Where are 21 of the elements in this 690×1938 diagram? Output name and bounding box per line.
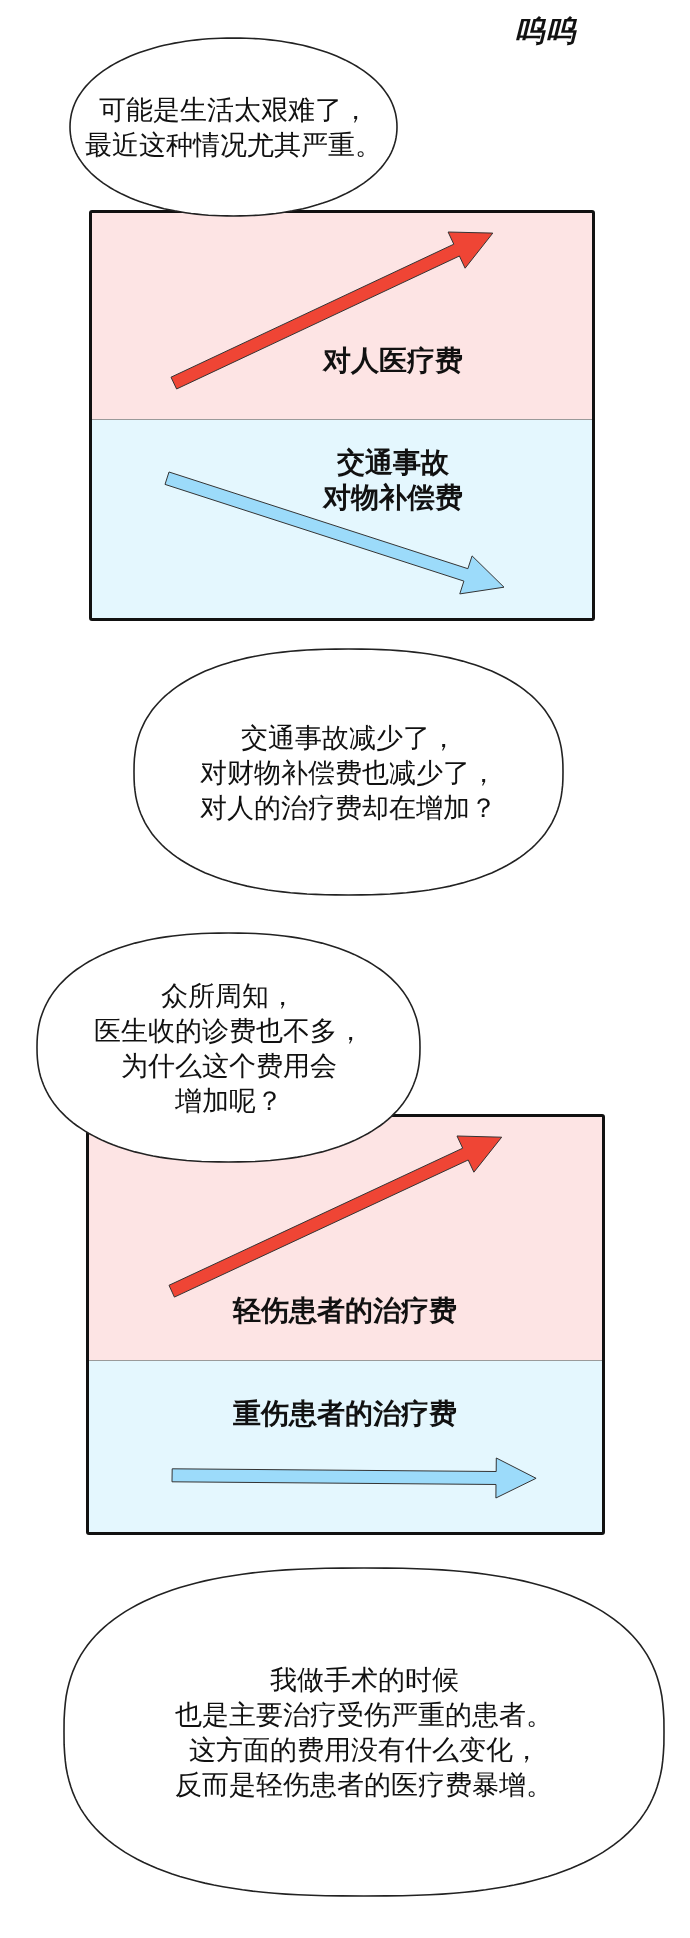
- speech-bubble: [133, 648, 564, 896]
- band-label: 重伤患者的治疗费: [233, 1395, 457, 1431]
- speech-text: 可能是生活太艰难了，最近这种情况尤其严重。: [85, 93, 382, 162]
- speech-text: 交通事故减少了，对财物补偿费也减少了，对人的治疗费却在增加？: [200, 720, 497, 825]
- sound-effect-text: 呜呜: [515, 14, 577, 48]
- panel-section: [92, 213, 592, 420]
- speech-text: 我做手术的时候也是主要治疗受伤严重的患者。这方面的费用没有什么变化，反而是轻伤患者的医疗费暴增。: [175, 1663, 553, 1802]
- speech-bubble: [69, 37, 398, 217]
- band-label: 对人医疗费: [323, 342, 463, 378]
- panel-section: [92, 420, 592, 618]
- panel-section: [89, 1361, 602, 1532]
- trend-arrow: [170, 1456, 538, 1499]
- trend-arrow: [170, 230, 494, 390]
- band-label: 交通事故对物补偿费: [323, 445, 463, 515]
- comic-panel: [86, 1114, 605, 1535]
- speech-bubble: [36, 932, 421, 1163]
- speech-bubble: [63, 1567, 665, 1897]
- comic-panel: [89, 210, 595, 621]
- speech-text: 众所周知，医生收的诊费也不多，为什么这个费用会增加呢？: [93, 978, 364, 1118]
- band-label: 轻伤患者的治疗费: [233, 1292, 457, 1328]
- trend-arrow: [168, 1134, 503, 1298]
